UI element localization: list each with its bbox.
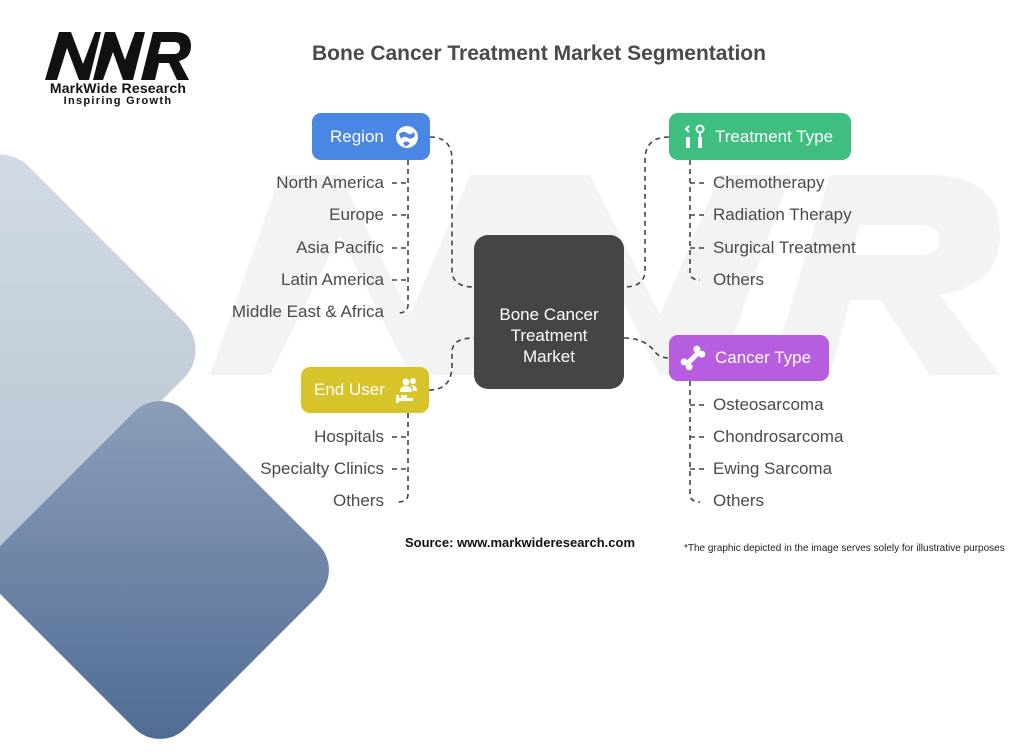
enduser-item-specialty-clinics: Specialty Clinics <box>260 459 384 478</box>
brand-name: MarkWide Research <box>49 80 187 96</box>
center-line-2: Treatment <box>510 325 588 345</box>
source-text: Source: www.markwideresearch.com <box>405 535 636 550</box>
segment-label-treatment-type: Treatment Type <box>715 126 834 146</box>
segment-node-treatment-type: Treatment Type <box>669 113 851 160</box>
center-line-3: Market <box>523 346 575 366</box>
region-item-mea: Middle East & Africa <box>231 302 384 321</box>
cancer-item-chondrosarcoma: Chondrosarcoma <box>713 427 844 446</box>
enduser-item-others: Others <box>332 491 384 510</box>
cancer-item-others: Others <box>713 491 765 510</box>
disclaimer-text: *The graphic depicted in the image serve… <box>684 543 1005 554</box>
patients-bed-icon <box>395 378 417 403</box>
region-item-north-america: North America <box>276 173 384 192</box>
treatment-item-surgical: Surgical Treatment <box>713 238 856 257</box>
globe-icon <box>395 125 418 148</box>
enduser-item-hospitals: Hospitals <box>314 427 384 446</box>
page-title: Bone Cancer Treatment Market Segmentatio… <box>312 42 766 65</box>
segment-label-region: Region <box>330 126 384 146</box>
brand-tagline: Inspiring Growth <box>63 95 173 107</box>
segment-label-cancer-type: Cancer Type <box>715 348 812 367</box>
segment-node-end-user: End User <box>301 367 429 413</box>
treatment-item-chemotherapy: Chemotherapy <box>713 173 825 192</box>
region-item-asia-pacific: Asia Pacific <box>296 238 384 257</box>
cancer-item-osteosarcoma: Osteosarcoma <box>713 395 824 414</box>
treatment-item-others: Others <box>713 270 765 289</box>
treatment-item-radiation: Radiation Therapy <box>713 205 852 224</box>
center-line-1: Bone Cancer <box>499 304 599 324</box>
region-item-latin-america: Latin America <box>281 270 384 289</box>
brand-logo: MarkWide Research Inspiring Growth <box>38 30 198 107</box>
medical-tools-icon <box>684 124 705 148</box>
cancer-item-ewing-sarcoma: Ewing Sarcoma <box>713 459 833 478</box>
center-node-market: Bone Cancer Treatment Market <box>474 235 624 389</box>
bone-icon <box>680 345 706 371</box>
region-item-europe: Europe <box>329 205 384 224</box>
segment-node-cancer-type: Cancer Type <box>669 335 829 381</box>
segment-node-region: Region <box>312 113 430 160</box>
segment-label-end-user: End User <box>314 380 385 399</box>
mwr-logo-icon <box>45 32 191 80</box>
